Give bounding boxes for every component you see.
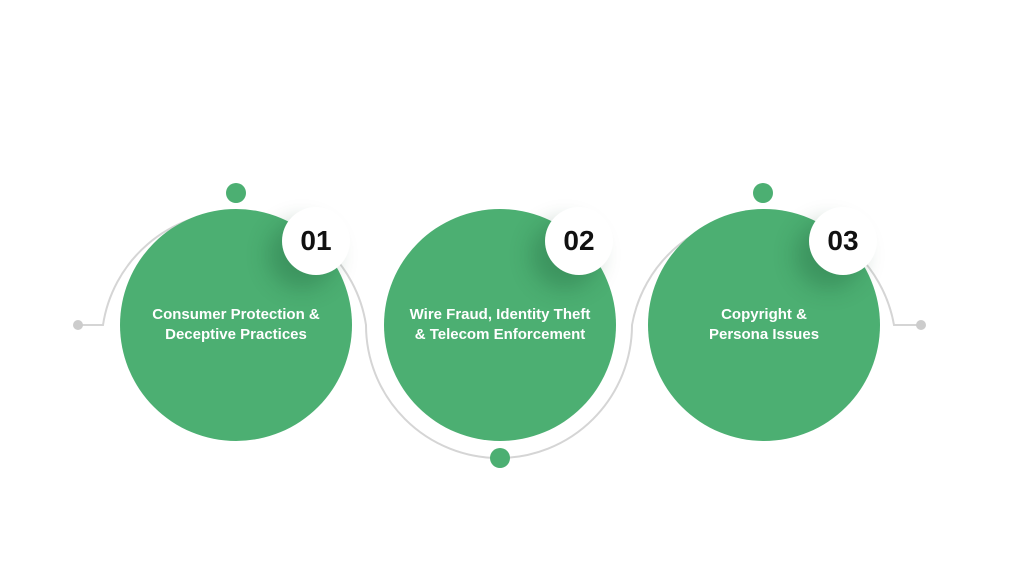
step-number-badge-2: 02 [545, 207, 613, 275]
accent-dot-2 [490, 448, 510, 468]
step-label-3: Copyright & Persona Issues [708, 306, 820, 343]
accent-dot-3 [753, 183, 773, 203]
accent-dot-1 [226, 183, 246, 203]
end-dot-right [916, 320, 926, 330]
step-number-badge-1: 01 [282, 207, 350, 275]
step-number-badge-3: 03 [809, 207, 877, 275]
step-label-2: Wire Fraud, Identity Theft & Telecom Enf… [409, 306, 591, 343]
step-label-1: Consumer Protection & Deceptive Practice… [152, 306, 320, 343]
end-dot-left [73, 320, 83, 330]
